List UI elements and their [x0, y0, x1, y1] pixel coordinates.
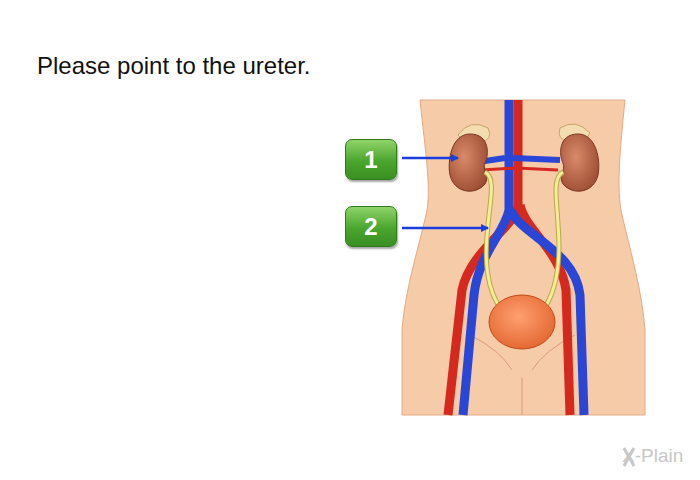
prompt-title: Please point to the ureter. [37, 52, 311, 80]
kidney [449, 134, 487, 191]
ureter [485, 172, 503, 312]
ureter [485, 172, 503, 312]
callout-box: 2 [345, 206, 397, 247]
kidney [561, 134, 599, 191]
renal-artery [482, 168, 558, 170]
torso [402, 100, 645, 415]
aorta [448, 100, 518, 415]
callout-number: 2 [364, 213, 377, 241]
ureter [542, 172, 563, 312]
callout-number: 1 [364, 146, 377, 174]
ureter [542, 172, 563, 312]
renal-vein [478, 158, 560, 162]
leader-arrow [402, 227, 488, 230]
leader-arrow [402, 157, 458, 160]
bladder [489, 295, 555, 349]
watermark: X-Plain [622, 445, 683, 467]
callout-box: 1 [345, 139, 397, 180]
